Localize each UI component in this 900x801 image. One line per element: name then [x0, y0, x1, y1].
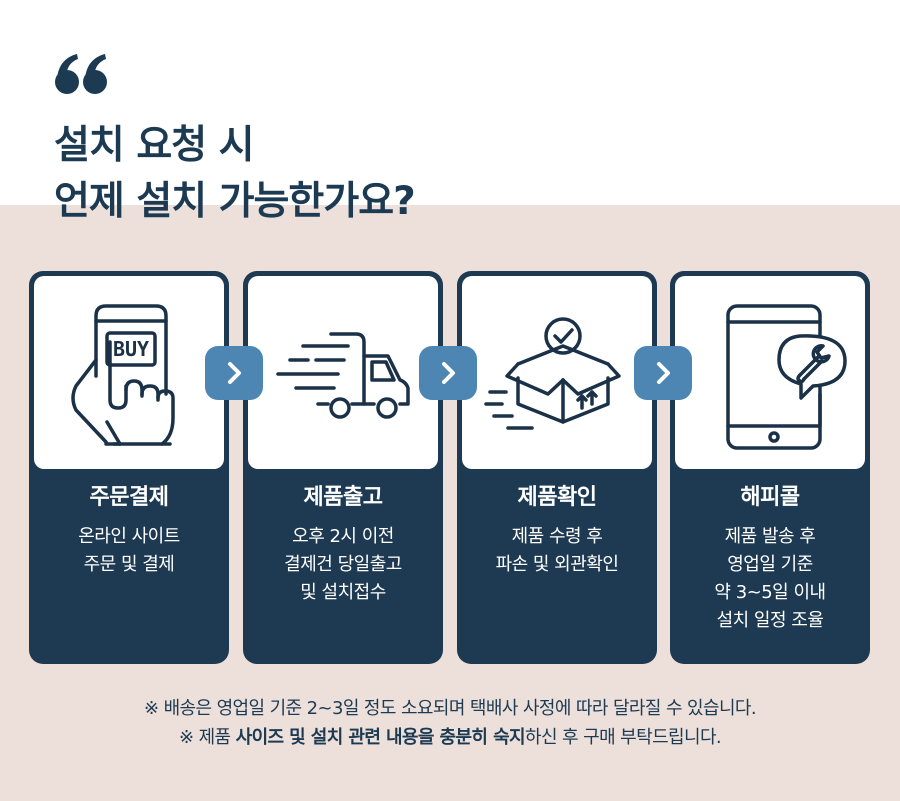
chevron-right-icon: [228, 362, 241, 384]
step-title: 제품확인: [517, 485, 597, 510]
quote-mark-icon: [55, 54, 107, 94]
page-title: 설치 요청 시 언제 설치 가능한가요?: [54, 118, 416, 230]
step-title: 제품출고: [303, 485, 383, 510]
step-description: 온라인 사이트 주문 및 결제: [78, 526, 180, 575]
chevron-right-icon: [442, 362, 455, 384]
note-size-check: ※ 제품 사이즈 및 설치 관련 내용을 충분히 숙지하신 후 구매 부탁드립니…: [178, 727, 722, 748]
step-card-shipping: 제품출고 오후 2시 이전 결제건 당일출고 및 설치접수: [243, 271, 443, 664]
step-arrow-1: [205, 346, 263, 400]
step-card-image: BUY: [34, 276, 224, 469]
step-title: 해피콜: [740, 485, 800, 510]
checked-box-icon: [484, 317, 621, 430]
footnotes: ※ 배송은 영업일 기준 2~3일 정도 소요되며 택배사 사정에 따라 달라질…: [0, 694, 900, 752]
step-title: 주문결제: [89, 485, 169, 510]
buy-badge-text: BUY: [112, 337, 150, 361]
step-description: 오후 2시 이전 결제건 당일출고 및 설치접수: [284, 526, 402, 603]
step-card-order-payment: BUY 주문결제 온라인 사이트 주문 및 결제: [29, 271, 229, 664]
step-arrow-2: [419, 346, 477, 400]
step-card-image: [675, 276, 865, 469]
step-card-happy-call: 해피콜 제품 발송 후 영업일 기준 약 3~5일 이내 설치 일정 조율: [670, 271, 870, 664]
smartphone-buy-icon: [71, 304, 175, 446]
step-card-image: [462, 276, 652, 469]
step-description: 제품 수령 후 파손 및 외관확인: [495, 526, 619, 575]
step-card-image: [248, 276, 438, 469]
step-card-product-check: 제품확인 제품 수령 후 파손 및 외관확인: [457, 271, 657, 664]
title-line-2: 언제 설치 가능한가요?: [54, 179, 416, 224]
step-description: 제품 발송 후 영업일 기준 약 3~5일 이내 설치 일정 조율: [714, 526, 826, 631]
chevron-right-icon: [657, 362, 670, 384]
note-shipping: ※ 배송은 영업일 기준 2~3일 정도 소요되며 택배사 사정에 따라 달라질…: [143, 698, 757, 719]
delivery-truck-icon: [276, 332, 410, 419]
title-line-1: 설치 요청 시: [54, 123, 255, 168]
smartphone-wrench-icon: [726, 304, 847, 450]
step-arrow-3: [634, 346, 692, 400]
